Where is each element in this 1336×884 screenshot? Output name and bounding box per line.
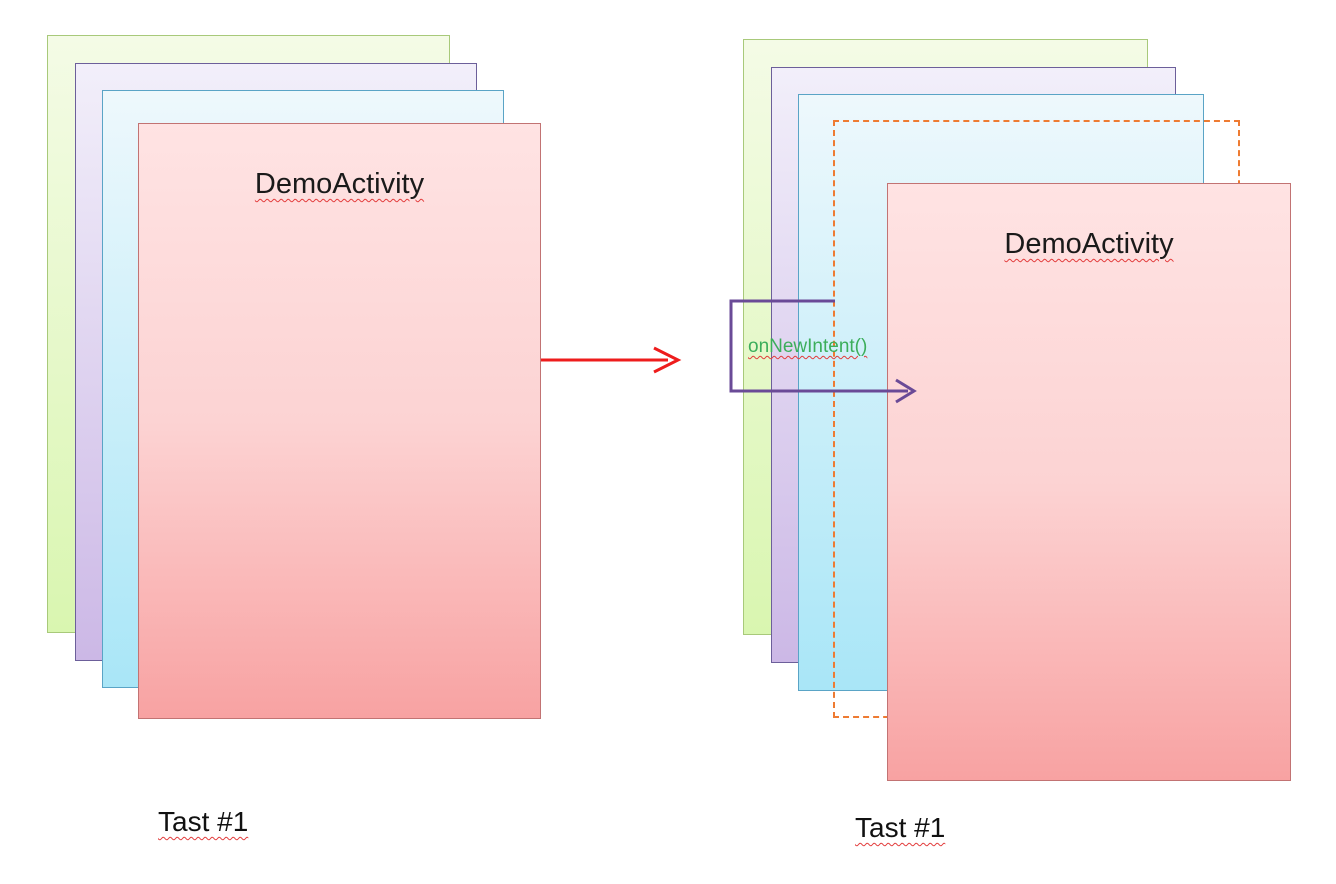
on-new-intent-label: onNewIntent() xyxy=(748,336,868,357)
left-demo-activity-card: DemoActivity xyxy=(138,123,541,719)
left-task-label-text: Tast #1 xyxy=(158,806,249,837)
transition-arrow xyxy=(541,346,682,374)
right-task-label-text: Tast #1 xyxy=(855,812,946,843)
right-demo-activity-card: DemoActivity xyxy=(887,183,1291,781)
left-task-label: Tast #1 xyxy=(158,806,248,838)
right-demo-activity-title: DemoActivity xyxy=(1004,228,1174,260)
left-demo-activity-title: DemoActivity xyxy=(254,168,425,200)
right-task-label: Tast #1 xyxy=(855,812,945,844)
